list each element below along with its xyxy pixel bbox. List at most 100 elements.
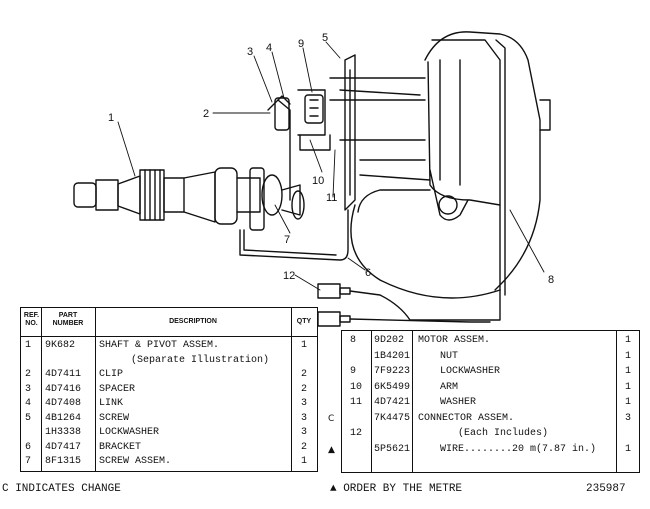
callout-12: 12 bbox=[283, 270, 295, 282]
table-row: 7 8F1315 SCREW ASSEM. 1 bbox=[21, 456, 317, 468]
callout-9: 9 bbox=[298, 38, 304, 50]
callout-labels: 1 2 3 4 9 5 10 11 7 6 8 12 bbox=[108, 32, 554, 286]
callout-11: 11 bbox=[326, 192, 337, 204]
part-number-cell: 1H3338 bbox=[45, 427, 82, 438]
header-qty: QTY bbox=[296, 318, 312, 325]
part-number-cell: 7K4475 bbox=[374, 412, 411, 424]
part-number-cell: 4D7417 bbox=[45, 441, 82, 453]
callout-7: 7 bbox=[284, 234, 290, 246]
shaft-pivot-assembly bbox=[73, 167, 261, 225]
description-cell: ARM bbox=[440, 381, 459, 393]
callout-4: 4 bbox=[266, 42, 272, 54]
callout-10: 10 bbox=[312, 175, 324, 187]
table-row: 6 4D7417 BRACKET 2 bbox=[21, 442, 317, 454]
part-number-cell: 8F1315 bbox=[45, 456, 82, 467]
table-row: 10 6K5499 ARM 1 bbox=[342, 382, 639, 394]
ref-cell: 1 bbox=[25, 340, 32, 351]
header-ref: REF. NO. bbox=[23, 312, 40, 327]
description-cell: SHAFT & PIVOT ASSEM. bbox=[99, 340, 220, 351]
qty-cell: 2 bbox=[301, 369, 308, 380]
ref-cell: 10 bbox=[350, 381, 363, 393]
table-row: 3 4D7416 SPACER 2 bbox=[21, 384, 317, 396]
part-number-cell: 6K5499 bbox=[374, 381, 411, 393]
qty-cell: 3 bbox=[301, 398, 308, 409]
qty-cell: 2 bbox=[301, 383, 308, 395]
qty-cell: 3 bbox=[301, 427, 308, 438]
table-row: 1H3338 LOCKWASHER 3 bbox=[21, 427, 317, 439]
description-cell: NUT bbox=[440, 350, 459, 362]
table-row: ▲ 5P5621 WIRE........20 m(7.87 in.) 1 bbox=[328, 443, 639, 456]
description-cell: WIRE........20 m(7.87 in.) bbox=[440, 443, 597, 455]
description-cell: CLIP bbox=[99, 369, 124, 380]
header-part-number: PART NUMBER bbox=[52, 312, 84, 327]
qty-cell: 1 bbox=[301, 456, 308, 467]
ref-cell: 6 bbox=[25, 441, 32, 453]
ref-cell: 3 bbox=[25, 383, 32, 395]
part-number-cell: 5P5621 bbox=[374, 443, 411, 455]
connector-wire bbox=[317, 283, 501, 327]
change-note: C INDICATES CHANGE bbox=[2, 483, 121, 495]
callout-2: 2 bbox=[203, 108, 209, 120]
bracket-linkage bbox=[239, 89, 349, 261]
part-number-cell: 4D7416 bbox=[45, 383, 82, 395]
description-cell: CONNECTOR ASSEM. bbox=[418, 412, 515, 424]
description-cell: SCREW bbox=[99, 412, 130, 424]
description-cell: SCREW ASSEM. bbox=[99, 456, 172, 467]
table-row: 4 4D7408 LINK 3 bbox=[21, 398, 317, 410]
description-cell: LOCKWASHER bbox=[99, 427, 160, 438]
callout-5: 5 bbox=[322, 32, 328, 44]
description-cell: SPACER bbox=[99, 383, 136, 395]
leader-lines bbox=[117, 41, 545, 291]
description-cell: BRACKET bbox=[99, 441, 142, 453]
table-row: 5 4B1264 SCREW 3 bbox=[21, 413, 317, 425]
qty-cell: 3 bbox=[301, 412, 308, 424]
part-number-cell: 4D7408 bbox=[45, 398, 82, 409]
qty-cell: 2 bbox=[301, 441, 308, 453]
ref-cell: 5 bbox=[25, 412, 32, 424]
part-number-cell: 1B4201 bbox=[374, 350, 411, 362]
table-row: 2 4D7411 CLIP 2 bbox=[21, 369, 317, 381]
part-number-cell: 9D202 bbox=[374, 335, 405, 346]
description-cell: WASHER bbox=[440, 397, 477, 408]
qty-cell: 1 bbox=[625, 443, 632, 455]
description-cell: LINK bbox=[99, 398, 124, 409]
qty-cell: 1 bbox=[625, 381, 632, 393]
qty-cell: 3 bbox=[625, 412, 632, 424]
table-row: (Separate Illustration) bbox=[21, 355, 317, 367]
motor-assembly bbox=[329, 31, 551, 299]
part-number-cell: 4D7411 bbox=[45, 369, 82, 380]
table-row: 11 4D7421 WASHER 1 bbox=[342, 397, 639, 409]
change-mark: C bbox=[328, 413, 335, 424]
part-number-cell: 7F9223 bbox=[374, 366, 411, 377]
table-row: 1B4201 NUT 1 bbox=[342, 351, 639, 363]
ref-cell: 11 bbox=[350, 397, 363, 408]
ref-cell: 4 bbox=[25, 398, 32, 409]
qty-cell: 1 bbox=[625, 397, 632, 408]
qty-cell: 1 bbox=[625, 350, 632, 362]
callout-1: 1 bbox=[108, 112, 114, 124]
description-cell: MOTOR ASSEM. bbox=[418, 335, 491, 346]
figure-number: 235987 bbox=[586, 483, 626, 495]
ref-cell: 2 bbox=[25, 369, 32, 380]
header-description: DESCRIPTION bbox=[169, 318, 217, 325]
part-number-cell: 4D7421 bbox=[374, 397, 411, 408]
callout-3: 3 bbox=[247, 46, 253, 58]
table-row: C 7K4475 CONNECTOR ASSEM. 3 bbox=[328, 412, 639, 425]
order-note: ▲ ORDER BY THE METRE bbox=[330, 483, 463, 495]
ref-cell: 9 bbox=[350, 366, 357, 377]
table-row: 12(Each Includes) bbox=[342, 428, 639, 440]
callout-6: 6 bbox=[365, 267, 371, 279]
ref-cell: 8 bbox=[350, 335, 357, 346]
change-mark: ▲ bbox=[328, 444, 335, 455]
ref-cell: 7 bbox=[25, 456, 32, 467]
qty-cell: 1 bbox=[301, 340, 308, 351]
part-number-cell: 4B1264 bbox=[45, 412, 82, 424]
table-header: REF. NO. PART NUMBER DESCRIPTION QTY bbox=[21, 308, 317, 337]
callout-8: 8 bbox=[548, 274, 554, 286]
